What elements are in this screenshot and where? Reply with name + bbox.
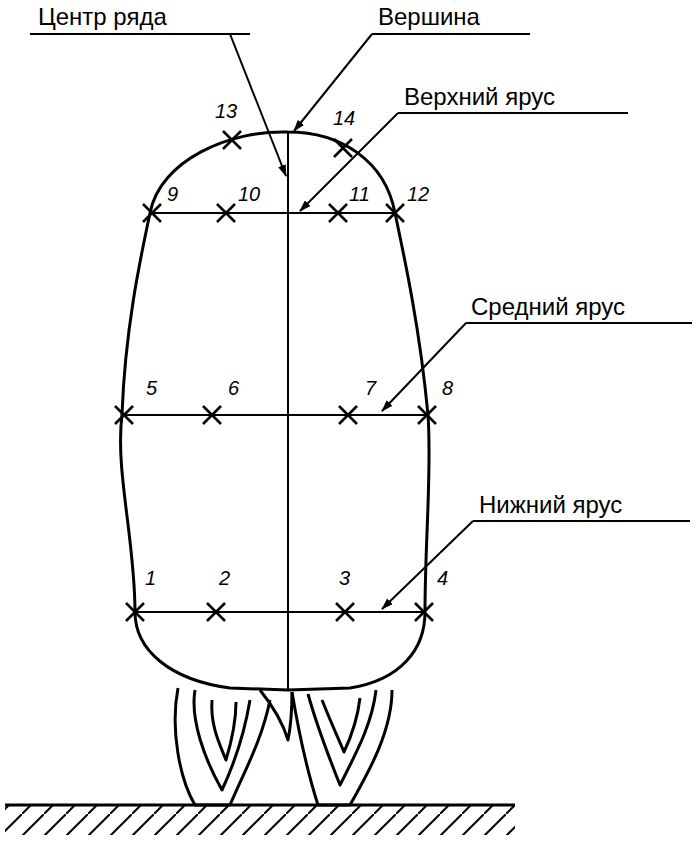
callout-number: 8: [441, 377, 454, 399]
callout-number: 1: [144, 567, 157, 589]
leader-label: Верхний ярус: [404, 84, 555, 110]
leader-label: Вершина: [378, 4, 480, 30]
callout-number: 7: [364, 377, 377, 399]
callout-number: 13: [214, 100, 238, 122]
callout-number: 9: [166, 183, 179, 205]
callout-number: 14: [332, 107, 356, 129]
leader-label: Средний ярус: [471, 294, 625, 320]
callout-number: 5: [145, 377, 158, 399]
callout-number: 10: [237, 183, 261, 205]
callout-number: 6: [227, 377, 240, 399]
leader-label: Центр ряда: [38, 4, 167, 30]
leader-label: Нижний ярус: [479, 492, 622, 518]
callout-number: 11: [348, 183, 371, 205]
callout-number: 2: [218, 567, 231, 589]
callout-number: 3: [338, 567, 351, 589]
callout-number: 4: [436, 567, 449, 589]
callout-number: 12: [406, 183, 430, 205]
